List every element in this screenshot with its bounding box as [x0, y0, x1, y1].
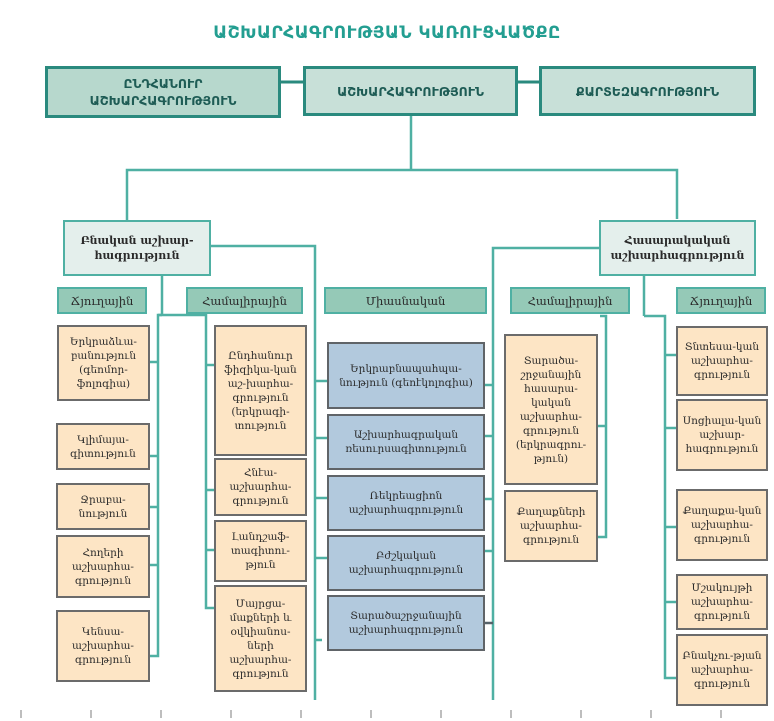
leaf-resource-geography: Աշխարհագրական ռեսուրսագիտություն — [327, 414, 485, 470]
header-integrated: Միասնական — [324, 287, 487, 314]
leaf-regional-social-geography: Տարածա-շրջանային հասարա-կական աշխարհա-գր… — [504, 334, 598, 485]
box-general-geography: ԸՆԴՀԱՆՈՒՐ ԱՇԽԱՐՀԱԳՐՈՒԹՅՈՒՆ — [45, 66, 281, 118]
box-geography: ԱՇԽԱՐՀԱԳՐՈՒԹՅՈՒՆ — [303, 66, 518, 116]
leaf-political-geography: Քաղաքա-կան աշխարհա-գրություն — [676, 489, 768, 561]
leaf-recreational-geography: Ռեկրեացիոն աշխարհագրություն — [327, 475, 485, 531]
box-social-geography: Հասարակական աշխարհագրություն — [599, 220, 756, 276]
leaf-geomorphology: Երկրաձևա-բանություն (գեոմոր-ֆոլոգիա) — [57, 325, 150, 401]
leaf-economic-geography: Տնտեսա-կան աշխարհա-գրություն — [676, 326, 768, 396]
header-physical-complex: Համալիրային — [186, 287, 303, 314]
connector-branch-bar — [125, 168, 679, 235]
connector-phys-complex-spine — [158, 313, 214, 610]
connector-soc-left — [491, 246, 600, 700]
leaf-population-geography: Բնակչու-թյան աշխարհա-գրություն — [676, 634, 768, 706]
leaf-climatology: Կլիմայա-գիտություն — [56, 423, 150, 470]
connector-phys-sectoral-spine — [150, 313, 162, 658]
connector-phys-right — [210, 244, 317, 700]
box-cartography: ՔԱՐՏԵԶԱԳՐՈՒԹՅՈՒՆ — [539, 66, 756, 116]
leaf-general-physical-geography: Ընդհանուր ֆիզիկա-կան աշ-խարհա-գրություն … — [214, 325, 307, 456]
header-social-sectoral: Ճյուղային — [676, 287, 766, 314]
leaf-regional-geography: Տարածաշրջանային աշխարհագրություն — [327, 595, 485, 651]
leaf-social-geography: Սոցիալա-կան աշխար-հագրություն — [676, 399, 768, 471]
leaf-paleogeography: Հնէա-աշխարհա-գրություն — [214, 458, 307, 516]
leaf-geoecology: Երկրաբնապահպա-նություն (գեոէկոլոգիա) — [327, 342, 485, 409]
box-physical-geography: Բնական աշխար-հագրություն — [63, 220, 211, 276]
leaf-continents-oceans-geography: Մայրցա-մաքների և օվկիանոս-ների աշխարհա-գ… — [214, 585, 307, 692]
leaf-cultural-geography: Մշակույթի աշխարհա-գրություն — [676, 574, 768, 630]
connector-soc-sectoral-spine — [644, 314, 676, 680]
leaf-soil-geography: Հողերի աշխարհա-գրություն — [56, 535, 150, 598]
leaf-landscape-science: Լանդշաֆ-տագիտու-թյուն — [214, 520, 307, 582]
header-social-complex: Համալիրային — [510, 287, 630, 314]
diagram-title: ԱՇԽԱՐՀԱԳՐՈՒԹՅԱՆ ԿԱՌՈՒՑՎԱԾՔԸ — [213, 23, 561, 43]
leaf-medical-geography: Բժշկական աշխարհագրություն — [327, 535, 485, 591]
leaf-hydrology: Ջրաբա-նություն — [56, 483, 150, 530]
header-physical-sectoral: Ճյուղային — [57, 287, 147, 314]
leaf-biogeography: Կենսա-աշխարհա-գրություն — [56, 610, 150, 682]
leaf-urban-geography: Քաղաքների աշխարհա-գրություն — [504, 490, 598, 562]
cropped-caption-text — [20, 710, 760, 718]
